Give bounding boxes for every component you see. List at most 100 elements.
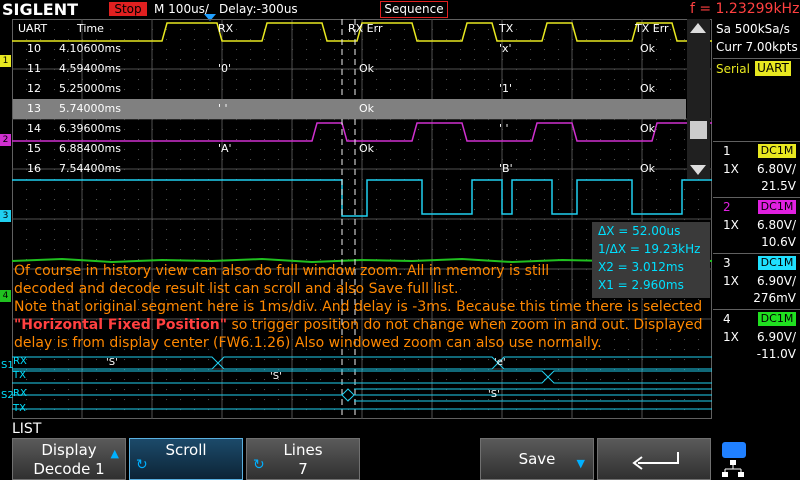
channel-number: 1 xyxy=(723,144,731,158)
button-value: 7 xyxy=(298,460,308,478)
offset: -11.0V xyxy=(756,347,796,361)
bus-s1-rx-trace xyxy=(12,356,712,370)
waveform-display[interactable] xyxy=(12,19,712,419)
trigger-position-marker-icon xyxy=(204,14,216,21)
table-row[interactable]: 10 4.10600ms 'x' Ok xyxy=(13,39,686,59)
bus-s2-rx-trace xyxy=(12,388,712,402)
annotation-highlight: "Horizontal Fixed Position" xyxy=(14,317,228,333)
row-tx-err: Ok xyxy=(640,122,656,135)
row-id: 16 xyxy=(27,162,41,175)
bus-s2-rx-value: 'S' xyxy=(488,389,500,400)
scroll-down-icon[interactable] xyxy=(690,165,706,175)
down-arrow-icon: ▼ xyxy=(576,457,585,470)
lines-button[interactable]: Lines 7 ↻ xyxy=(246,438,360,480)
row-rx-err: Ok xyxy=(359,142,375,155)
table-row[interactable]: 11 4.59400ms '0' Ok xyxy=(13,59,686,79)
ch1-waveform xyxy=(12,22,712,42)
channel-4-panel[interactable]: 4 DC1M 1X 6.90V/ -11.0V xyxy=(713,309,800,370)
row-time: 4.59400ms xyxy=(59,62,121,75)
table-row[interactable]: 12 5.25000ms '1' Ok xyxy=(13,79,686,99)
row-id: 11 xyxy=(27,62,41,75)
return-button[interactable] xyxy=(597,438,711,480)
scroll-up-icon[interactable] xyxy=(690,23,706,33)
volts-per-div: 6.90V/ xyxy=(757,330,796,344)
ch3-waveform xyxy=(12,179,712,217)
run-stop-status[interactable]: Stop xyxy=(109,2,147,16)
serial-label[interactable]: Serial xyxy=(716,62,750,76)
cursor-inverse-delta-x: 1/ΔX = 19.23kHz xyxy=(598,242,701,256)
volts-per-div: 6.80V/ xyxy=(757,218,796,232)
header-tx-err: TX Err xyxy=(635,22,669,35)
probe-ratio: 1X xyxy=(723,162,739,176)
row-tx-err: Ok xyxy=(640,162,656,175)
table-row-selected[interactable]: 13 5.74000ms ' ' Ok xyxy=(13,99,686,119)
button-value: Decode 1 xyxy=(33,460,105,478)
annotation-line: Of course in history view can also do fu… xyxy=(14,263,550,279)
decode-list-table[interactable]: UART Time RX RX Err TX TX Err 10 4.10600… xyxy=(13,19,686,179)
row-time: 5.74000ms xyxy=(59,102,121,115)
row-tx-err: Ok xyxy=(640,42,656,55)
cursor-x1: X1 = 2.960ms xyxy=(598,278,684,292)
scroll-thumb[interactable] xyxy=(690,121,707,139)
bus-s1-rx-value: 'e' xyxy=(494,357,506,368)
timebase-readout[interactable]: M 100us/ xyxy=(154,2,209,16)
channel-2-panel[interactable]: 2 DC1M 1X 6.80V/ 10.6V xyxy=(713,197,800,258)
annotation-text: Of course in history view can also do fu… xyxy=(14,262,704,352)
row-id: 15 xyxy=(27,142,41,155)
table-row[interactable]: 14 6.39600ms ' ' Ok xyxy=(13,119,686,139)
row-tx: 'B' xyxy=(499,162,513,175)
table-header: UART Time RX RX Err TX TX Err xyxy=(13,19,686,39)
bus-s2-rx-label: RX xyxy=(13,388,27,399)
bus-s2-tx-label: TX xyxy=(13,403,26,414)
ch2-marker[interactable]: 2 xyxy=(0,134,11,146)
header-time: Time xyxy=(77,22,104,35)
siglent-logo: SIGLENT xyxy=(2,0,79,19)
menu-title: LIST xyxy=(12,421,42,437)
channel-3-panel[interactable]: 3 DC1M 1X 6.90V/ 276mV xyxy=(713,253,800,314)
scroll-button[interactable]: Scroll ↻ xyxy=(129,438,243,480)
display-decode-button[interactable]: Display Decode 1 ▲ xyxy=(12,438,126,480)
table-row[interactable]: 16 7.54400ms 'B' Ok xyxy=(13,159,686,179)
channel-1-panel[interactable]: 1 DC1M 1X 6.80V/ 21.5V xyxy=(713,141,800,202)
row-rx-err: Ok xyxy=(359,102,375,115)
volts-per-div: 6.90V/ xyxy=(757,274,796,288)
row-tx-err: Ok xyxy=(640,82,656,95)
save-button[interactable]: Save ▼ xyxy=(480,438,594,480)
network-icon xyxy=(722,460,744,477)
serial-protocol-badge[interactable]: UART xyxy=(755,61,791,76)
bus-s1-rx-value: 'S' xyxy=(106,357,118,368)
ch3-marker[interactable]: 3 xyxy=(0,210,11,222)
bus-s1-tx-label: TX xyxy=(13,370,26,381)
knob-rotate-icon: ↻ xyxy=(136,457,148,473)
row-tx: '1' xyxy=(499,82,513,95)
offset: 21.5V xyxy=(761,179,796,193)
probe-ratio: 1X xyxy=(723,330,739,344)
channel-number: 3 xyxy=(723,256,731,270)
table-row[interactable]: 15 6.88400ms 'A' Ok xyxy=(13,139,686,159)
acquisition-mode[interactable]: Sequence xyxy=(380,1,448,18)
divider xyxy=(713,58,800,59)
button-label: Scroll xyxy=(165,441,207,459)
offset: 10.6V xyxy=(761,235,796,249)
row-rx: ' ' xyxy=(218,102,228,115)
row-rx: '0' xyxy=(218,62,232,75)
row-time: 6.39600ms xyxy=(59,122,121,135)
knob-rotate-icon: ↻ xyxy=(253,457,265,473)
channel-number: 4 xyxy=(723,312,731,326)
row-id: 13 xyxy=(27,102,41,115)
delay-readout[interactable]: Delay:-300us xyxy=(219,2,298,16)
table-scrollbar[interactable] xyxy=(687,19,710,179)
header-rx: RX xyxy=(218,22,234,35)
annotation-line: "Horizontal Fixed Position" so trigger p… xyxy=(14,316,704,334)
memory-depth: Curr 7.00kpts xyxy=(716,40,798,54)
channel-number: 2 xyxy=(723,200,731,214)
header-uart: UART xyxy=(18,22,48,35)
bus-s1-label: S1 xyxy=(1,360,14,371)
ch4-marker[interactable]: 4 xyxy=(0,290,11,302)
ch1-marker[interactable]: 1 xyxy=(0,55,11,67)
row-id: 12 xyxy=(27,82,41,95)
coupling-badge: DC1M xyxy=(758,200,796,214)
button-label: Save xyxy=(518,450,556,468)
cursor-measurement-box: ΔX = 52.00us 1/ΔX = 19.23kHz X2 = 3.012m… xyxy=(592,222,710,298)
row-id: 14 xyxy=(27,122,41,135)
